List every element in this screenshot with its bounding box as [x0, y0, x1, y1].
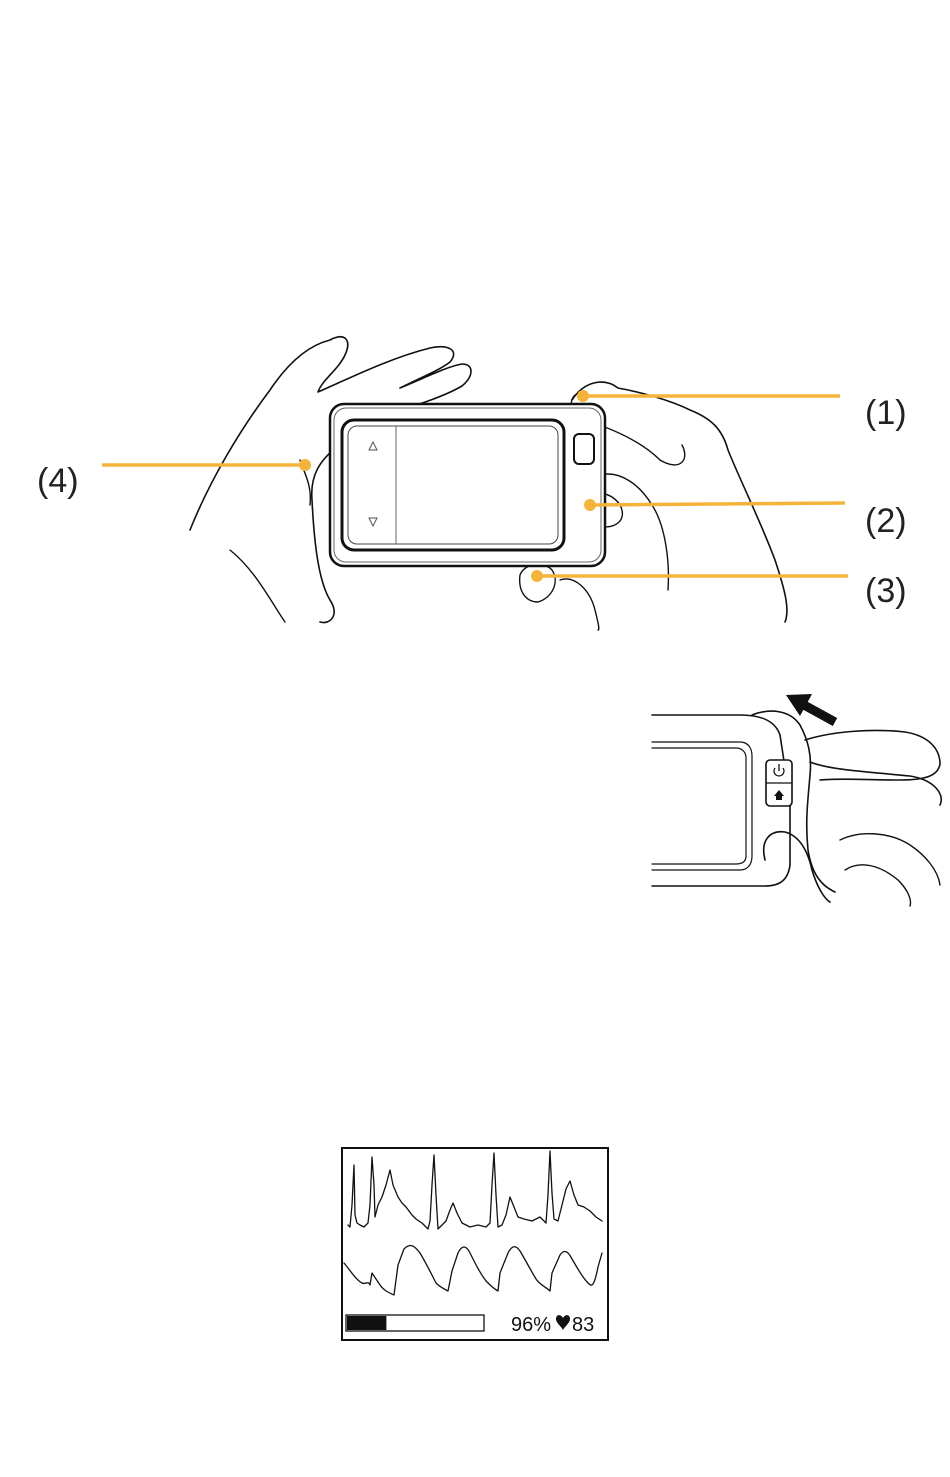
device-display-figure: 96% 83 — [340, 1145, 610, 1343]
palm-line — [840, 834, 940, 885]
callout-dot-1 — [577, 390, 589, 402]
button-press-figure — [640, 680, 950, 910]
callout-dot-3 — [531, 570, 543, 582]
heart-rate-value: 83 — [572, 1314, 594, 1336]
callout-dot-4 — [299, 459, 311, 471]
right-palm — [560, 579, 599, 630]
device-screen — [342, 420, 564, 550]
callout-label-1: (1) — [865, 394, 907, 432]
finger-left-edge — [752, 711, 835, 892]
palm-line-2 — [845, 865, 911, 906]
thumb — [764, 832, 830, 902]
left-wrist — [230, 550, 285, 622]
callout-dot-2 — [584, 499, 596, 511]
callout-line-2 — [590, 503, 845, 505]
callout-label-3: (3) — [865, 572, 907, 610]
signal-bar — [346, 1315, 484, 1331]
hands-holding-device-figure: (1) (2) (3) (4) — [0, 300, 950, 640]
right-middle-finger — [600, 474, 668, 590]
device-screen-edge — [652, 742, 752, 870]
device-screen-inner — [652, 748, 746, 864]
index-finger-lower — [810, 762, 941, 805]
spo2-value: 96% — [511, 1314, 551, 1336]
callout-label-2: (2) — [865, 502, 907, 540]
display-border — [342, 1148, 608, 1340]
device-button — [574, 434, 594, 464]
signal-bar-fill — [347, 1316, 386, 1330]
callout-label-4: (4) — [37, 462, 79, 500]
